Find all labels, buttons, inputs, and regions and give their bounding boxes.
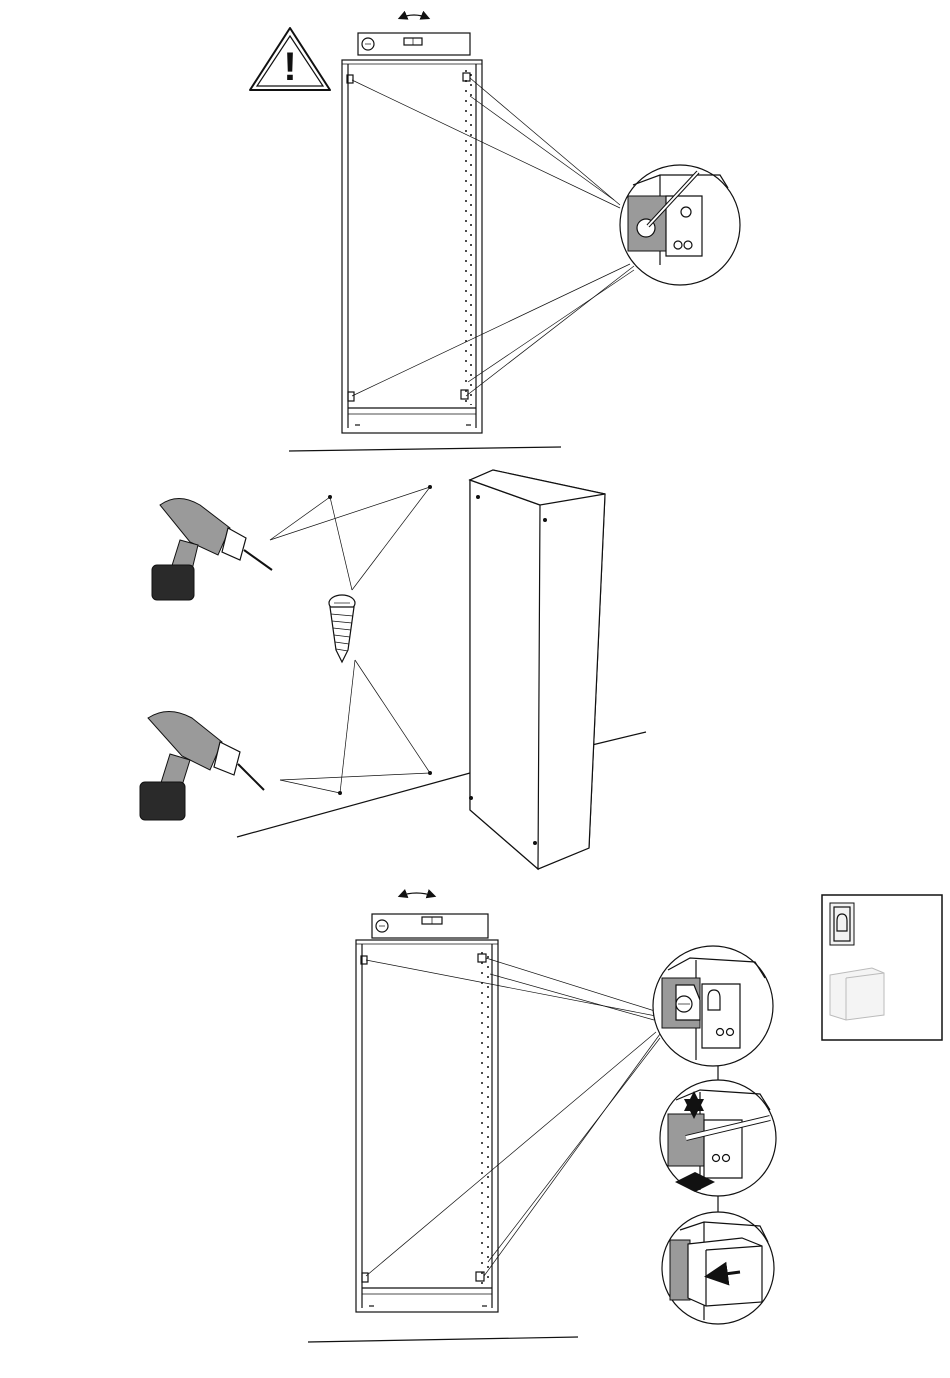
parts-legend bbox=[822, 895, 942, 1040]
wall-bracket-icon bbox=[830, 903, 854, 945]
detail-adjust bbox=[660, 1080, 776, 1196]
warning-symbol: ! bbox=[283, 45, 296, 89]
cabinet-perspective bbox=[469, 470, 605, 869]
spirit-level-icon bbox=[372, 914, 488, 938]
cabinet-front bbox=[356, 940, 498, 1312]
spirit-level-icon bbox=[358, 33, 470, 55]
step-level-mark-panel: ! bbox=[250, 15, 740, 451]
detail-hang-bracket bbox=[653, 946, 773, 1066]
step-hang-adjust-panel bbox=[308, 893, 776, 1342]
warning-triangle-icon: ! bbox=[250, 28, 330, 90]
screw-icon bbox=[329, 595, 355, 662]
floor-line bbox=[289, 447, 561, 451]
drill-icon bbox=[152, 499, 272, 601]
cover-cap-icon bbox=[830, 968, 884, 1020]
cabinet-front bbox=[342, 60, 482, 433]
step-drill-wall-panel bbox=[140, 470, 646, 869]
cover-cap-icon bbox=[688, 1238, 762, 1306]
detail-cover-cap bbox=[662, 1212, 774, 1324]
detail-bracket-mark bbox=[620, 165, 740, 285]
double-arrow-icon bbox=[400, 893, 434, 896]
drill-leader-lines bbox=[270, 485, 432, 795]
double-arrow-icon bbox=[400, 15, 428, 18]
floor-line bbox=[308, 1337, 578, 1342]
drill-icon bbox=[140, 712, 264, 821]
